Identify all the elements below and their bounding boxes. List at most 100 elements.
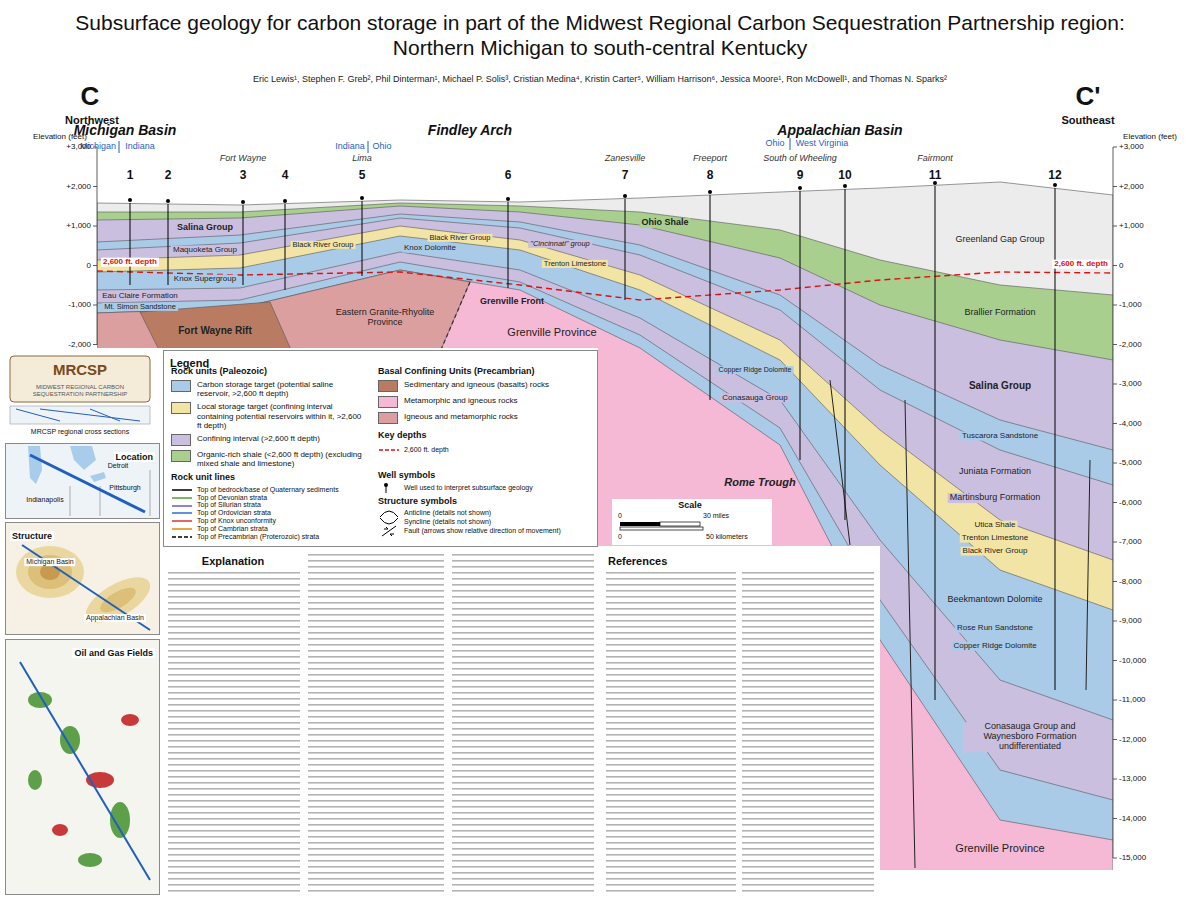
- legend-swatch: [171, 434, 191, 446]
- panel-heading: Structure: [10, 531, 54, 541]
- scale-bar: [660, 522, 700, 526]
- state-divider: [790, 138, 791, 150]
- panel-heading: Location: [114, 452, 156, 462]
- legend-sample: [171, 485, 193, 495]
- well-line: [625, 199, 626, 300]
- legend-line: [172, 520, 192, 522]
- section-end-label: C': [1076, 82, 1101, 111]
- mini-map-lines: [16, 409, 140, 421]
- well-head: [843, 184, 847, 188]
- well-number: 4: [282, 169, 289, 182]
- body-text-blocks: [168, 552, 874, 892]
- town-label: Lima: [352, 154, 372, 164]
- axis-label: -8,000: [1119, 577, 1142, 586]
- rock-unit-label: Knox Supergroup: [172, 275, 238, 284]
- legend-text: Igneous and metamorphic rocks: [404, 412, 594, 421]
- tick: [93, 226, 97, 227]
- basin-label: Michigan Basin: [74, 123, 177, 138]
- well-line: [362, 201, 363, 276]
- state-label: Indiana: [335, 142, 365, 152]
- axis-label: -6,000: [1119, 498, 1142, 507]
- legend-swatch: [378, 396, 398, 408]
- fault-line: [830, 380, 850, 545]
- rock-unit-label: Martinsburg Formation: [948, 493, 1043, 503]
- logo-frame: [10, 356, 150, 402]
- well-symbol-head: [384, 483, 388, 487]
- scale-label: 50 kilometers: [706, 533, 748, 541]
- well-number: 10: [838, 169, 851, 182]
- rock-unit-label: Black River Group: [961, 547, 1030, 556]
- gas-field: [78, 853, 102, 867]
- well-number: 3: [240, 169, 247, 182]
- legend-subheading: Basal Confining Units (Precambrian): [378, 367, 535, 377]
- basin-contour: [79, 568, 157, 632]
- well-symbol: [386, 486, 387, 493]
- legend-subheading: Well symbols: [378, 471, 435, 481]
- well-head: [798, 186, 802, 190]
- legend-sample: [378, 483, 400, 493]
- legend-line: [379, 449, 399, 451]
- rock-unit-label: Juniata Formation: [957, 467, 1033, 477]
- state-divider: [368, 141, 369, 153]
- lake: [70, 446, 96, 470]
- axis-label: +2,000: [66, 182, 91, 191]
- town-label: Fort Wayne: [220, 154, 266, 164]
- legend-sample: [378, 517, 400, 527]
- legend-sample: [171, 524, 193, 534]
- logo-text: MIDWEST REGIONAL CARBON SEQUESTRATION PA…: [15, 384, 145, 397]
- tick: [93, 344, 97, 345]
- scale-bar: [620, 527, 703, 530]
- axis-label: -9,000: [1119, 617, 1142, 626]
- rock-unit-label: "Cincinnati" group: [528, 240, 592, 248]
- axis-label: -4,000: [1119, 419, 1142, 428]
- syncline-symbol: [380, 518, 398, 524]
- panel-box: Oil and Gas Fields: [5, 639, 160, 895]
- oil-gas-map: [6, 640, 159, 894]
- axis-label: 0: [87, 261, 91, 270]
- legend-swatch: [171, 380, 191, 392]
- logo-text: MRCSP regional cross sections: [31, 428, 129, 436]
- legend-subheading: Structure symbols: [378, 497, 457, 507]
- rock-unit-label: Rose Run Sandstone: [955, 624, 1035, 633]
- legend-text: Syncline (details not shown): [404, 518, 594, 526]
- rock-unit-label: Brallier Formation: [962, 308, 1037, 318]
- fault-symbol: [382, 526, 396, 536]
- legend-line: [172, 489, 192, 491]
- rock-unit-label: Beekmantown Dolomite: [945, 595, 1044, 605]
- rock-unit-label: Eastern Granite-Rhyolite Province: [328, 308, 443, 328]
- scale-label: 0: [618, 512, 622, 520]
- legend-text: Carbon storage target (potential saline …: [197, 380, 367, 398]
- tick-set: [1113, 147, 1117, 858]
- oil-field: [52, 824, 68, 836]
- well-head: [708, 190, 712, 194]
- panel-box: References: [602, 549, 878, 895]
- poster-title: Subsurface geology for carbon storage in…: [70, 10, 1130, 60]
- well-head: [166, 199, 170, 203]
- gas-field: [28, 770, 42, 790]
- section-end-label: C: [81, 82, 100, 111]
- well-heads: [128, 181, 1057, 204]
- state-dividers: [119, 138, 790, 153]
- map-ground: [6, 444, 159, 518]
- legend-text: Confining interval (>2,600 ft depth): [197, 434, 367, 443]
- logo-text: MRCSP: [53, 362, 107, 379]
- axis-label: +1,000: [66, 222, 91, 231]
- depth-line: [97, 271, 1113, 300]
- rock-unit-label: Copper Ridge Dolomite: [951, 642, 1038, 651]
- legend-text: Top of Devonian strata: [197, 494, 267, 502]
- legend-text: Top of Cambrian strata: [197, 525, 268, 533]
- well-number: 6: [505, 169, 512, 182]
- legend-swatch: [378, 380, 398, 392]
- legend-sample: [378, 526, 400, 536]
- legend-sample: [171, 532, 193, 542]
- rock-unit-label: Conasauga Group and Waynesboro Formation…: [963, 722, 1097, 752]
- well-line: [508, 202, 509, 288]
- well-number: 8: [707, 169, 714, 182]
- well-line: [935, 186, 936, 700]
- legend-subheading: Rock units (Paleozoic): [171, 367, 267, 377]
- legend-text: Anticline (details not shown): [404, 509, 594, 517]
- state-label: Ohio: [765, 139, 784, 149]
- section-line: [20, 662, 150, 880]
- basin-contour: [40, 564, 60, 580]
- axis-label: Elevation (feet): [33, 133, 87, 142]
